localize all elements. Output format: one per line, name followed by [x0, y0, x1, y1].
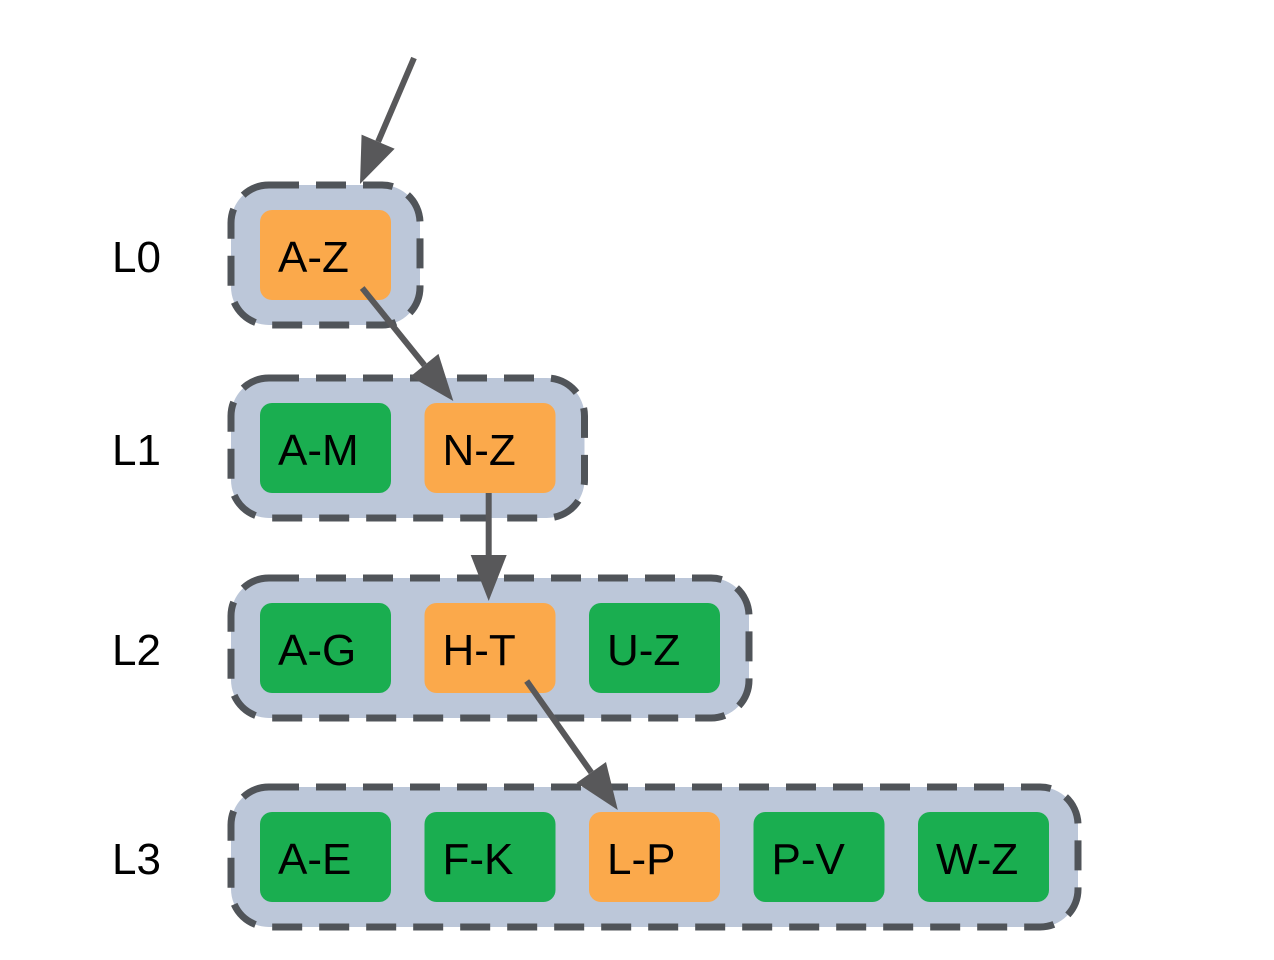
level-group-l2: A-G H-T U-Z	[227, 574, 753, 722]
node-h-t: H-T	[424, 603, 556, 693]
node-box	[260, 812, 391, 902]
node-box	[589, 603, 720, 693]
arrow-head	[410, 353, 454, 401]
level-groups: A-Z A-M N-Z A-G H-T U-Z A-E F-K L-P P-V W-Z	[227, 181, 1082, 931]
level-group-l1: A-M N-Z	[227, 374, 588, 522]
node-label: N-Z	[443, 426, 516, 475]
arrow-head	[576, 762, 618, 810]
node-box	[753, 812, 885, 902]
node-w-z: W-Z	[918, 812, 1049, 902]
selected-node-box	[260, 210, 391, 300]
node-label: A-M	[278, 426, 359, 475]
level-group-l3: A-E F-K L-P P-V W-Z	[227, 783, 1082, 931]
edge-arrow-2	[470, 493, 507, 601]
level-label-l3: L3	[112, 835, 161, 884]
node-box	[260, 403, 391, 493]
node-label: F-K	[443, 835, 514, 884]
node-box	[260, 603, 391, 693]
node-f-k: F-K	[424, 812, 556, 902]
node-label: L-P	[607, 835, 675, 884]
arrow-line	[524, 679, 594, 775]
node-label: A-Z	[278, 233, 349, 282]
selected-node-box	[424, 603, 556, 693]
node-label: P-V	[772, 835, 846, 884]
node-n-z: N-Z	[424, 403, 556, 493]
edges	[359, 56, 618, 810]
arrow-head	[470, 555, 507, 601]
level-group-l0: A-Z	[227, 181, 424, 329]
node-box	[918, 812, 1049, 902]
selected-node-box	[424, 403, 556, 493]
arrow-head	[360, 134, 395, 184]
node-a-m: A-M	[260, 403, 391, 493]
selected-node-box	[589, 812, 720, 902]
arrow-line	[375, 56, 417, 143]
node-label: A-E	[278, 835, 351, 884]
node-p-v: P-V	[753, 812, 885, 902]
edge-arrow-3	[524, 679, 618, 810]
edge-arrow-1	[359, 286, 454, 401]
entry-arrow	[360, 56, 417, 184]
arrow-line	[359, 286, 427, 368]
node-a-g: A-G	[260, 603, 391, 693]
node-l-p: L-P	[589, 812, 720, 902]
node-label: A-G	[278, 626, 356, 675]
level-label-l1: L1	[112, 426, 161, 475]
level-label-l0: L0	[112, 233, 161, 282]
node-label: W-Z	[936, 835, 1018, 884]
node-box	[424, 812, 556, 902]
node-label: U-Z	[607, 626, 680, 675]
node-a-z: A-Z	[260, 210, 391, 300]
node-u-z: U-Z	[589, 603, 720, 693]
node-label: H-T	[443, 626, 516, 675]
node-a-e: A-E	[260, 812, 391, 902]
level-label-l2: L2	[112, 626, 161, 675]
